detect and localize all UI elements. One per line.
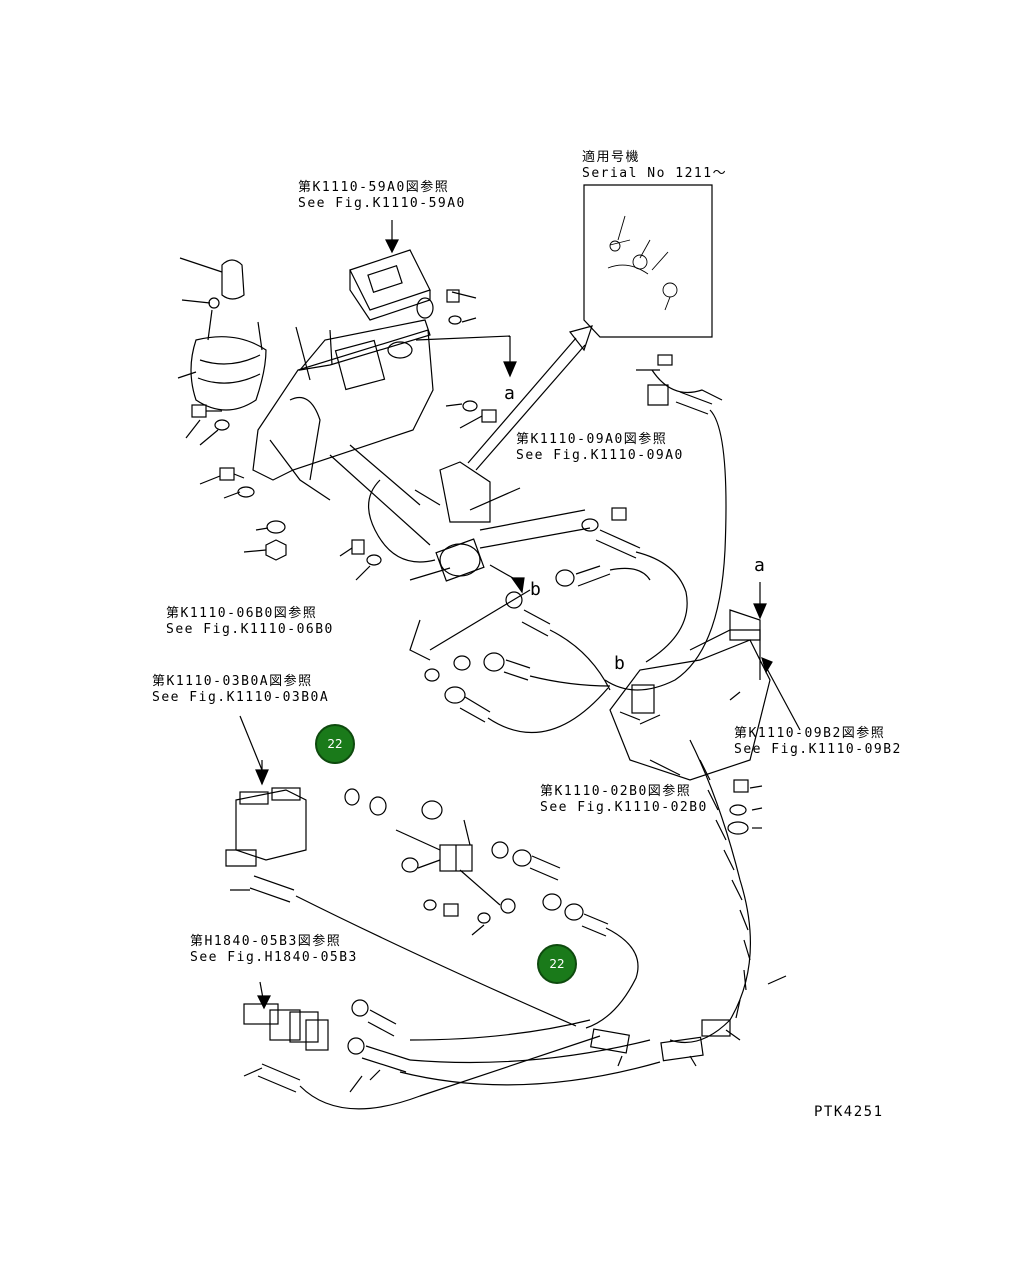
reference-en: See Fig.K1110-09A0 (516, 448, 684, 463)
reference-jp: 第H1840-05B3図参照 (190, 934, 342, 949)
fasteners-left (185, 404, 382, 581)
center-manifold (344, 788, 639, 1029)
valve-bank (243, 981, 661, 1110)
reference-en: See Fig.K1110-02B0 (540, 800, 708, 815)
drawing-id: PTK4251 (814, 1104, 884, 1120)
reference-jp: 第K1110-06B0図参照 (166, 606, 318, 621)
part-callout[interactable]: 22 (315, 724, 355, 764)
lever-boot (177, 321, 267, 411)
reference-label: 第H1840-05B3図参照 See Fig.H1840-05B3 (190, 934, 358, 966)
view-marker-a: a (504, 383, 517, 404)
view-marker-b: b (530, 579, 543, 600)
hose-clamps (590, 975, 787, 1067)
bracket-assembly (609, 582, 801, 781)
reference-en: See Fig.K1110-06B0 (166, 622, 334, 637)
serial-box-line1: 適用号機 (582, 150, 641, 165)
reference-en: See Fig.K1110-03B0A (152, 690, 330, 705)
reference-en: See Fig.K1110-59A0 (298, 196, 466, 211)
reference-jp: 第K1110-09B2図参照 (734, 726, 886, 741)
reference-label: 第K1110-59A0図参照 See Fig.K1110-59A0 (298, 180, 466, 212)
console-housing (252, 319, 434, 501)
serial-box-label: 適用号機 Serial No 1211～ (582, 150, 727, 182)
reference-en: See Fig.K1110-09B2 (734, 742, 902, 757)
lever-knob (179, 257, 245, 341)
cable-valve (329, 444, 591, 594)
view-marker-a: a (754, 555, 767, 576)
monitor-panel (349, 220, 477, 325)
reference-label: 第K1110-06B0図参照 See Fig.K1110-06B0 (166, 606, 334, 638)
reference-label: 第K1110-02B0図参照 See Fig.K1110-02B0 (540, 784, 708, 816)
detail-bolt (607, 215, 678, 311)
pedal-valve (225, 715, 577, 1027)
view-marker-b: b (614, 653, 627, 674)
reference-label: 第K1110-03B0A図参照 See Fig.K1110-03B0A (152, 674, 329, 706)
reference-en: See Fig.H1840-05B3 (190, 950, 358, 965)
serial-box-line2: Serial No 1211～ (582, 166, 728, 181)
hoses-middle (409, 589, 611, 734)
reference-jp: 第K1110-09A0図参照 (516, 432, 668, 447)
part-callout[interactable]: 22 (537, 944, 577, 984)
reference-jp: 第K1110-03B0A図参照 (152, 674, 313, 689)
reference-jp: 第K1110-02B0図参照 (540, 784, 692, 799)
hoses-upper (555, 354, 727, 691)
reference-label: 第K1110-09B2図参照 See Fig.K1110-09B2 (734, 726, 902, 758)
fasteners-a (415, 335, 517, 429)
reference-jp: 第K1110-59A0図参照 (298, 180, 450, 195)
reference-label: 第K1110-09A0図参照 See Fig.K1110-09A0 (516, 432, 684, 464)
